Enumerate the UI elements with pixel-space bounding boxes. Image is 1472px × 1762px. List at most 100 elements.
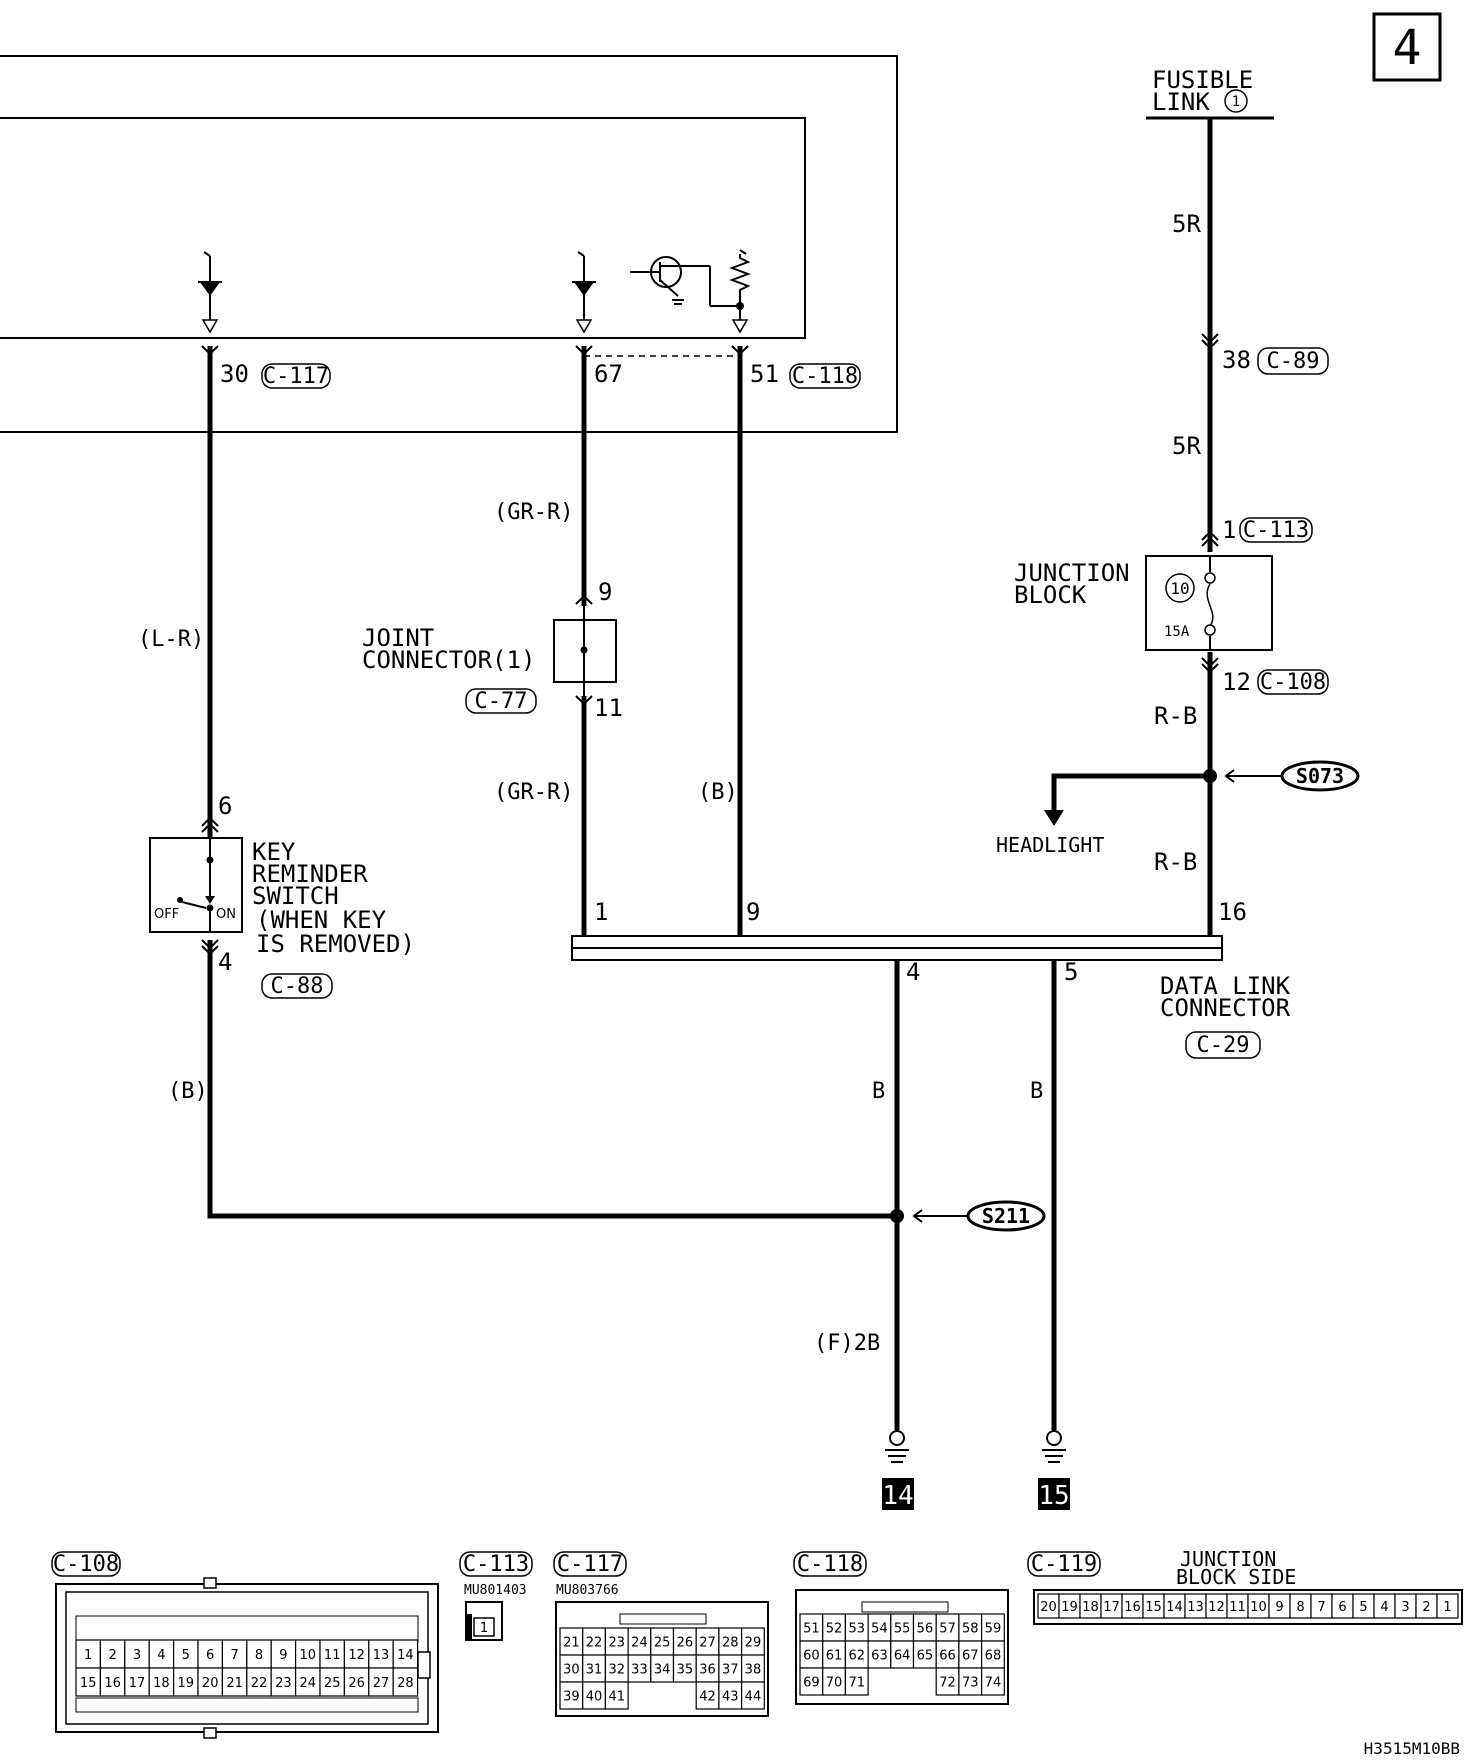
ground-number: 15 bbox=[1038, 1481, 1069, 1511]
pin-number: 30 bbox=[220, 360, 249, 388]
pin-cell: 26 bbox=[677, 1636, 694, 1651]
pin-cell: 34 bbox=[654, 1663, 671, 1678]
pin-number: 1 bbox=[594, 898, 608, 926]
pin-cell: 20 bbox=[1040, 1600, 1057, 1615]
view-label: C-113 bbox=[463, 1552, 529, 1577]
pin-cell: 22 bbox=[586, 1636, 603, 1651]
pin-cell: 28 bbox=[722, 1636, 739, 1651]
pin-cell: 17 bbox=[1103, 1600, 1120, 1615]
connector-code: C-77 bbox=[475, 689, 528, 714]
pin-number: 9 bbox=[598, 578, 612, 606]
fusible-link: FUSIBLE LINK 1 bbox=[1146, 66, 1274, 120]
pin-cell: 15 bbox=[80, 1676, 97, 1691]
pin-cell: 8 bbox=[1296, 1600, 1304, 1615]
fuse-rating: 15A bbox=[1164, 624, 1190, 640]
ecu-frame bbox=[0, 55, 898, 433]
wire-label: (F)2B bbox=[814, 1331, 880, 1356]
pin-cell: 25 bbox=[654, 1636, 671, 1651]
pin-cell: 51 bbox=[803, 1622, 820, 1637]
pin-cell: 19 bbox=[1061, 1600, 1078, 1615]
switch-label: IS REMOVED) bbox=[256, 930, 415, 958]
pin-cell: 14 bbox=[1166, 1600, 1183, 1615]
wire-label: 5R bbox=[1172, 210, 1201, 238]
connector-code: C-118 bbox=[792, 364, 858, 389]
pin-cell-box bbox=[1436, 1593, 1459, 1619]
splice-label: S073 bbox=[1296, 764, 1344, 788]
page-number-box: 4 bbox=[1372, 12, 1442, 82]
pin-cell: 63 bbox=[871, 1649, 888, 1664]
pin-cell: 10 bbox=[300, 1648, 317, 1663]
part-number: MU803766 bbox=[556, 1583, 619, 1598]
connector-callouts: 30 C-117 67 51 C-118 38 C-89 1 C-113 12 … bbox=[218, 346, 1329, 986]
pin-cell: 23 bbox=[275, 1676, 292, 1691]
splice-label: S211 bbox=[982, 1204, 1030, 1228]
pin-cell: 68 bbox=[985, 1649, 1002, 1664]
pin-cell: 60 bbox=[803, 1649, 820, 1664]
view-label: C-117 bbox=[557, 1552, 623, 1577]
key-reminder-switch: OFF ON KEY REMINDER SWITCH (WHEN KEY IS … bbox=[149, 837, 415, 999]
pin-cell: 39 bbox=[563, 1690, 580, 1705]
wire-label: R-B bbox=[1154, 702, 1197, 730]
switch-on-label: ON bbox=[216, 907, 236, 922]
pin-cell: 19 bbox=[178, 1676, 195, 1691]
pin-cell: 73 bbox=[962, 1676, 979, 1691]
headlight-arrow-icon bbox=[1044, 810, 1064, 826]
page-number: 4 bbox=[1393, 20, 1422, 76]
wire-label: R-B bbox=[1154, 848, 1197, 876]
pin-cell: 53 bbox=[848, 1622, 865, 1637]
view-label: C-108 bbox=[53, 1552, 119, 1577]
pin-number: 1 bbox=[1222, 516, 1236, 544]
pin-number: 5 bbox=[1064, 958, 1078, 986]
pin-cell: 10 bbox=[1250, 1600, 1267, 1615]
pin-cell: 36 bbox=[699, 1663, 716, 1678]
pin-cell: 1 bbox=[84, 1648, 92, 1663]
pin-cell: 13 bbox=[1187, 1600, 1204, 1615]
pin-cell: 12 bbox=[1208, 1600, 1225, 1615]
wires bbox=[207, 118, 1213, 1430]
pin-number: 16 bbox=[1218, 898, 1247, 926]
connector-code: C-29 bbox=[1197, 1033, 1250, 1058]
pin-cell: 27 bbox=[373, 1676, 390, 1691]
data-link-label-2: CONNECTOR bbox=[1160, 994, 1291, 1022]
connector-code: C-108 bbox=[1260, 670, 1326, 695]
data-link-label: DATA LINK bbox=[1160, 972, 1291, 1000]
pin-cell: 6 bbox=[206, 1648, 214, 1663]
pin-cell: 15 bbox=[1145, 1600, 1162, 1615]
pin-cell: 44 bbox=[745, 1690, 762, 1705]
pin-cell: 54 bbox=[871, 1622, 888, 1637]
fusible-link-number: 1 bbox=[1232, 94, 1240, 110]
view-label: C-119 bbox=[1031, 1552, 1097, 1577]
junction-block-side-label: JUNCTION bbox=[1180, 1547, 1276, 1571]
pin-cell: 66 bbox=[939, 1649, 956, 1664]
switch-label: SWITCH bbox=[252, 882, 339, 910]
internal-diode-67-icon bbox=[572, 251, 596, 334]
pin-cell-box bbox=[99, 1667, 126, 1697]
pin-cell: 1 bbox=[480, 1621, 488, 1636]
wire-label: 5R bbox=[1172, 432, 1201, 460]
pin-cell-box bbox=[604, 1681, 629, 1710]
document-code: H3515M10BB bbox=[1364, 1739, 1460, 1758]
pin-cell-box bbox=[392, 1667, 419, 1697]
wire-label: (L-R) bbox=[138, 627, 204, 652]
pin-cell: 2 bbox=[108, 1648, 116, 1663]
pin-cell: 56 bbox=[917, 1622, 934, 1637]
pin-cell: 5 bbox=[182, 1648, 190, 1663]
pin-cell: 72 bbox=[939, 1676, 956, 1691]
pin-cell: 3 bbox=[1401, 1600, 1409, 1615]
pin-cell: 69 bbox=[803, 1676, 820, 1691]
pin-cell: 38 bbox=[745, 1663, 762, 1678]
connector-view-c113: C-113 MU801403 1 bbox=[459, 1551, 533, 1641]
pin-cell: 43 bbox=[722, 1690, 739, 1705]
pin-cell: 12 bbox=[348, 1648, 365, 1663]
wire-label: (GR-R) bbox=[494, 780, 573, 805]
pin-cell: 11 bbox=[324, 1648, 341, 1663]
view-label: C-118 bbox=[797, 1552, 863, 1577]
pin-cell-box bbox=[844, 1667, 869, 1696]
pin-cell-box bbox=[980, 1667, 1005, 1696]
pin-cell: 62 bbox=[848, 1649, 865, 1664]
pin-cell: 21 bbox=[563, 1636, 580, 1651]
connector-code: C-113 bbox=[1243, 518, 1309, 543]
